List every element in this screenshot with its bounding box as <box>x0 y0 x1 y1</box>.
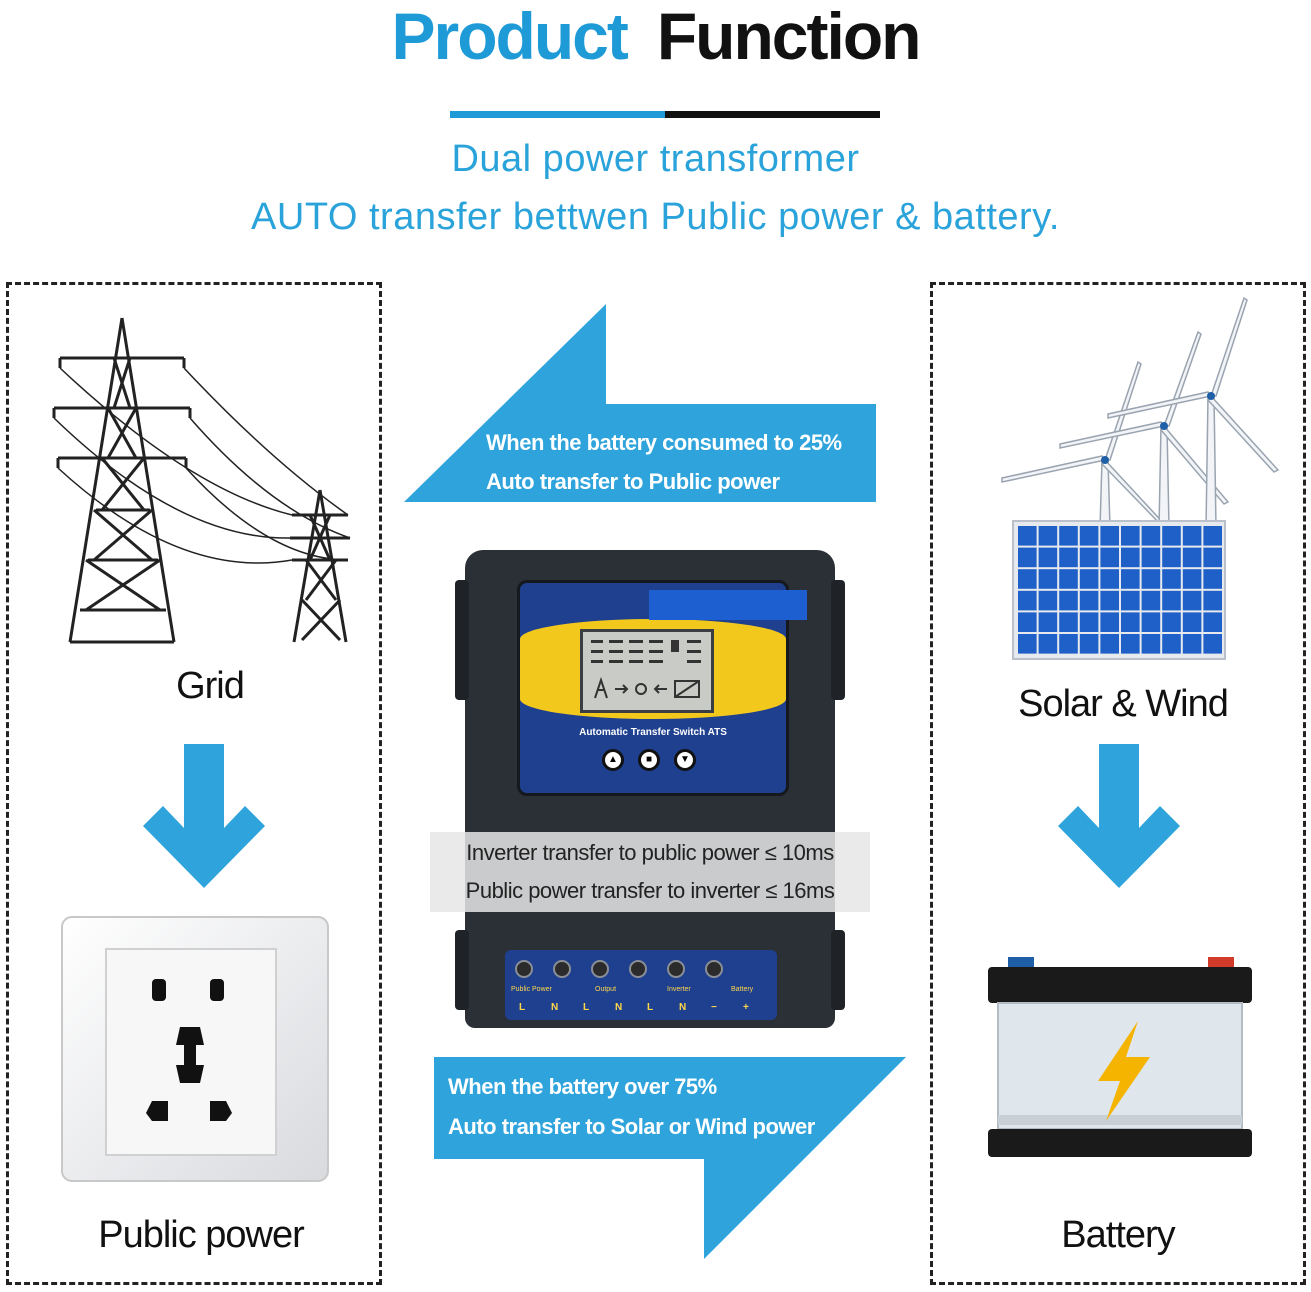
terminal-letter: + <box>743 1002 749 1013</box>
title-underline-black <box>665 111 880 118</box>
spec-band <box>430 832 870 912</box>
ats-device: Automatic Transfer Switch ATS ▲ ■ ▼ Publ… <box>455 550 845 1030</box>
menu-button[interactable]: ■ <box>638 749 660 771</box>
up-button[interactable]: ▲ <box>602 749 624 771</box>
terminal-screw <box>553 960 571 978</box>
label-sticker <box>649 590 807 620</box>
battery-label: Battery <box>1061 1214 1175 1256</box>
terminal-screw <box>629 960 647 978</box>
terminal-screw <box>515 960 533 978</box>
solar-panel-icon <box>1012 520 1226 660</box>
down-arrow-icon <box>143 744 265 888</box>
left-arrow-icon <box>404 304 876 502</box>
terminal-letter: N <box>615 1002 623 1013</box>
title-function: Function <box>656 0 922 73</box>
terminal-letter: N <box>679 1002 687 1013</box>
solar-wind-label: Solar & Wind <box>1018 683 1229 725</box>
terminal-screw <box>705 960 723 978</box>
top-arrow-line2: Auto transfer to Public power <box>486 469 780 494</box>
lcd-screen <box>580 629 714 713</box>
subtitle-line1: Dual power transformer <box>451 138 860 180</box>
subtitle-line2: AUTO transfer bettwen Public power & bat… <box>251 196 1060 238</box>
right-arrow-icon <box>434 1057 906 1259</box>
top-arrow-line1: When the battery consumed to 25% <box>486 430 842 455</box>
title-underline-blue <box>450 111 665 118</box>
bottom-arrow-line1: When the battery over 75% <box>448 1074 717 1099</box>
terminal-screw <box>667 960 685 978</box>
terminal-letter: − <box>711 1002 717 1013</box>
terminal-letter: L <box>519 1002 526 1013</box>
device-left-fin <box>455 580 469 700</box>
power-tower-icon <box>52 317 351 644</box>
device-left-fin2 <box>455 930 469 1010</box>
left-panel <box>6 282 382 1285</box>
bottom-arrow-line2: Auto transfer to Solar or Wind power <box>448 1114 815 1139</box>
wall-socket-icon <box>61 916 329 1182</box>
spec-line1: Inverter transfer to public power ≤ 10ms <box>466 840 834 865</box>
terminal-screw <box>591 960 609 978</box>
page-title: Product Function <box>0 0 1311 72</box>
battery-icon <box>988 957 1252 1157</box>
spec-line2: Public power transfer to inverter ≤ 16ms <box>465 878 835 903</box>
device-right-fin2 <box>831 930 845 1010</box>
wind-turbine-icon <box>1001 296 1280 528</box>
terminal-group-label: Battery <box>731 986 754 993</box>
public-power-label: Public power <box>98 1214 305 1256</box>
terminal-group-label: Inverter <box>667 986 691 993</box>
terminal-letter: N <box>551 1002 559 1013</box>
lcd-display-icon <box>591 640 701 699</box>
down-arrow-icon <box>1058 744 1180 888</box>
terminal-letter: L <box>583 1002 590 1013</box>
right-panel <box>930 282 1306 1285</box>
terminal-letter: L <box>647 1002 654 1013</box>
title-product: Product <box>391 0 629 73</box>
device-name: Automatic Transfer Switch ATS <box>579 727 727 738</box>
down-button[interactable]: ▼ <box>674 749 696 771</box>
device-right-fin <box>831 580 845 700</box>
terminal-group-label: Output <box>595 986 617 993</box>
grid-label: Grid <box>176 665 245 707</box>
terminal-group-label: Public Power <box>511 986 552 993</box>
